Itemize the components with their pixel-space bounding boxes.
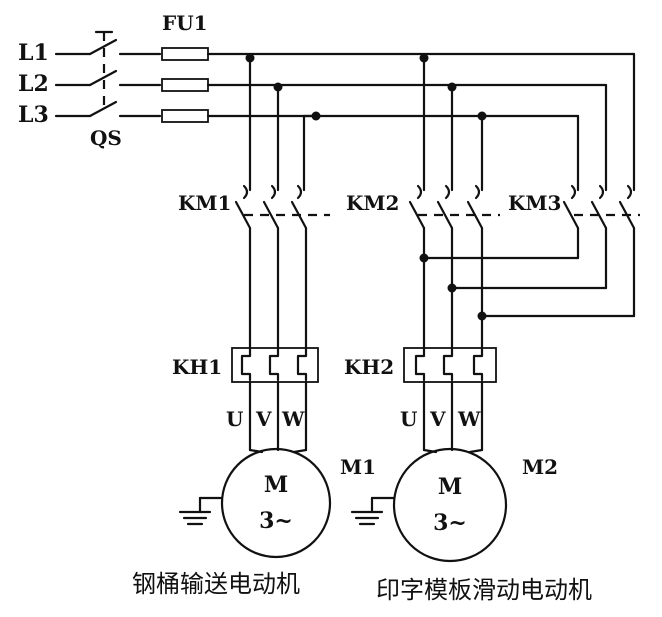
junction-dots <box>245 53 487 121</box>
motor-m1 <box>178 447 332 559</box>
kh1-label: KH1 <box>172 355 222 379</box>
motor-m2 <box>350 447 508 563</box>
km1-contacts <box>234 184 330 352</box>
fuse-label: FU1 <box>162 11 208 35</box>
km1-label: KM1 <box>178 191 231 215</box>
qs-label: QS <box>90 126 122 150</box>
m2-terminal-w: W <box>457 407 481 431</box>
m1-symbol: M <box>264 472 288 498</box>
kh2-relay <box>403 347 497 452</box>
m2-caption: 印字模板滑动电动机 <box>376 576 592 604</box>
m1-id: M1 <box>340 455 376 479</box>
m1-phase: 3~ <box>259 508 293 534</box>
m2-symbol: M <box>438 474 462 500</box>
m2-phase: 3~ <box>433 510 467 536</box>
line-label-l1: L1 <box>18 40 49 66</box>
km3-contacts <box>419 184 640 321</box>
branch2-droppers <box>422 56 484 192</box>
line-label-l2: L2 <box>18 71 49 97</box>
line-label-l3: L3 <box>18 102 49 128</box>
km2-contacts <box>408 184 500 352</box>
km2-label: KM2 <box>346 191 399 215</box>
power-buses <box>206 52 636 192</box>
supply-lines <box>54 52 92 118</box>
branch1-droppers <box>248 56 318 192</box>
m1-terminal-v: V <box>255 407 272 431</box>
m1-caption: 钢桶输送电动机 <box>132 570 300 598</box>
m2-id: M2 <box>522 455 558 479</box>
m2-terminal-v: V <box>429 407 446 431</box>
qs-switch <box>88 30 162 118</box>
km3-label: KM3 <box>508 191 561 215</box>
m1-terminal-w: W <box>281 407 305 431</box>
m1-terminal-u: U <box>226 407 243 431</box>
kh1-relay <box>231 347 319 452</box>
fu1-fuses <box>161 47 209 123</box>
m2-terminal-u: U <box>400 407 417 431</box>
kh2-label: KH2 <box>344 355 394 379</box>
